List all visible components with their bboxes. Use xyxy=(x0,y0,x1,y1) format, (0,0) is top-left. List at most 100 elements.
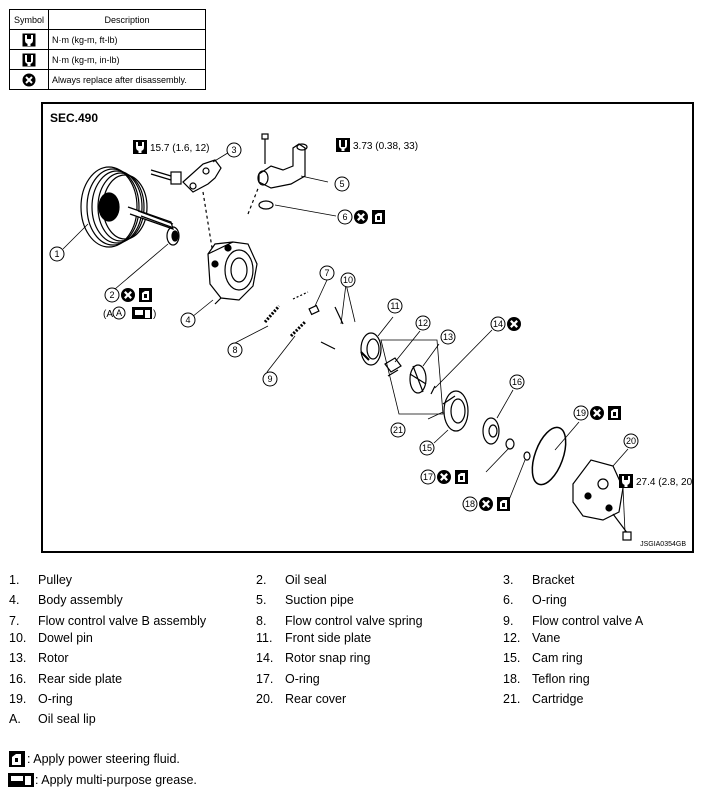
svg-text:12: 12 xyxy=(418,318,428,328)
svg-text:4: 4 xyxy=(185,315,190,325)
svg-text:10: 10 xyxy=(343,275,353,285)
replace-x-icon xyxy=(477,495,495,513)
o-ring-19-drawing xyxy=(531,426,567,486)
legend-desc-inlb: N·m (kg-m, in-lb) xyxy=(48,49,206,70)
vane-rotor-drawing xyxy=(384,357,427,394)
torque-wrench-inlb-icon xyxy=(336,138,350,152)
power-steering-fluid-icon xyxy=(497,497,510,511)
torque-wrench-ftlb-icon xyxy=(9,29,49,50)
part-item-13: 13.Rotor xyxy=(9,651,69,666)
torque-spec-pipe: 3.73 (0.38, 33) xyxy=(353,141,418,152)
callout-19: 19 xyxy=(573,405,589,421)
part-item-15: 15.Cam ring xyxy=(503,651,583,666)
svg-text:20: 20 xyxy=(626,436,636,446)
part-item-16: 16.Rear side plate xyxy=(9,671,123,686)
svg-text:): ) xyxy=(153,309,156,320)
power-steering-fluid-icon xyxy=(139,288,152,302)
oil-seal-drawing xyxy=(166,226,180,246)
callout-13: 13 xyxy=(440,329,456,345)
svg-text:16: 16 xyxy=(512,377,522,387)
parts-list: 1.Pulley 2.Oil seal 3.Bracket 4.Body ass… xyxy=(9,573,709,733)
part-item-17: 17.O-ring xyxy=(256,671,320,686)
part-item-20: 20.Rear cover xyxy=(256,691,347,706)
part-item-18: 18.Teflon ring xyxy=(503,671,590,686)
callout-8: 8 xyxy=(227,342,243,358)
part-item-6: 6.O-ring xyxy=(503,593,567,608)
replace-x-icon xyxy=(9,69,49,90)
callout-15: 15 xyxy=(419,440,435,456)
parts-row: A.Oil seal lip xyxy=(9,712,709,732)
torque-wrench-ftlb-icon xyxy=(619,474,633,488)
svg-text:(A :: (A : xyxy=(103,309,118,320)
grease-gun-icon xyxy=(8,772,34,787)
power-steering-fluid-icon xyxy=(9,750,25,767)
svg-text:8: 8 xyxy=(232,345,237,355)
part-item-12: 12.Vane xyxy=(503,630,561,645)
rear-cover-drawing xyxy=(572,459,632,541)
callout-6: 6 xyxy=(337,209,353,225)
part-item-8: 8.Flow control valve spring xyxy=(256,613,423,628)
callout-21: 21 xyxy=(390,422,406,438)
legend-header-symbol: Symbol xyxy=(9,9,49,30)
rear-side-plate-drawing xyxy=(482,417,500,445)
replace-x-icon xyxy=(352,208,370,226)
front-side-plate-drawing xyxy=(360,332,382,366)
callout-11: 11 xyxy=(387,298,403,314)
svg-text:A: A xyxy=(116,308,122,318)
pulley-drawing xyxy=(80,166,174,248)
svg-text:15: 15 xyxy=(422,443,432,453)
callout-7: 7 xyxy=(319,265,335,281)
svg-text:7: 7 xyxy=(324,268,329,278)
callout-14: 14 xyxy=(490,316,506,332)
callout-3: 3 xyxy=(226,142,242,158)
replace-x-icon xyxy=(435,468,453,486)
svg-text:13: 13 xyxy=(443,332,453,342)
parts-row: 10.Dowel pin 11.Front side plate 12.Vane xyxy=(9,631,709,651)
grease-gun-icon xyxy=(132,307,152,319)
torque-wrench-inlb-icon xyxy=(9,49,49,70)
svg-text:3: 3 xyxy=(231,145,236,155)
part-item-14: 14.Rotor snap ring xyxy=(256,651,371,666)
legend-desc-replace: Always replace after disassembly. xyxy=(48,69,206,90)
part-item-4: 4.Body assembly xyxy=(9,593,123,608)
part-item-3: 3.Bracket xyxy=(503,573,575,587)
callout-12: 12 xyxy=(415,315,431,331)
torque-spec-bracket: 15.7 (1.6, 12) xyxy=(150,143,209,154)
part-item-1: 1.Pulley xyxy=(9,573,73,587)
replace-x-icon xyxy=(505,315,523,333)
callout-1: 1 xyxy=(49,246,65,262)
svg-text:1: 1 xyxy=(54,249,59,259)
svg-text:14: 14 xyxy=(493,319,503,329)
part-item-9: 9.Flow control valve A xyxy=(503,613,644,628)
exploded-view-diagram: 1 2 3 4 5 6 7 8 9 10 11 12 13 14 15 16 1… xyxy=(41,102,694,553)
svg-text:11: 11 xyxy=(390,301,399,311)
part-item-10: 10.Dowel pin xyxy=(9,630,93,645)
parts-row: 13.Rotor 14.Rotor snap ring 15.Cam ring xyxy=(9,651,709,671)
callout-16: 16 xyxy=(509,374,525,390)
replace-x-icon xyxy=(588,404,606,422)
callout-9: 9 xyxy=(262,371,278,387)
replace-x-icon xyxy=(119,286,137,304)
power-steering-fluid-icon xyxy=(608,406,621,420)
svg-text:5: 5 xyxy=(339,179,344,189)
o-ring-6-drawing xyxy=(258,200,274,210)
part-item-11: 11.Front side plate xyxy=(256,630,372,645)
part-item-7: 7.Flow control valve B assembly xyxy=(9,613,207,628)
callout-18: 18 xyxy=(462,496,478,512)
callout-20: 20 xyxy=(623,433,639,449)
callout-5: 5 xyxy=(334,176,350,192)
note-grease: : Apply multi-purpose grease. xyxy=(8,769,197,790)
o-ring-17-drawing xyxy=(505,438,515,450)
parts-row: 4.Body assembly 5.Suction pipe 6.O-ring xyxy=(9,593,709,613)
part-item-19: 19.O-ring xyxy=(9,691,73,706)
symbol-legend-table: Symbol Description N·m (kg-m, ft-lb) N·m… xyxy=(9,9,206,90)
section-title: SEC.490 xyxy=(50,111,99,125)
notes-section: : Apply power steering fluid. : Apply mu… xyxy=(8,748,197,790)
svg-text:17: 17 xyxy=(423,472,433,482)
flow-control-valve-drawing xyxy=(263,291,344,350)
parts-row: 7.Flow control valve B assembly 8.Flow c… xyxy=(9,614,709,631)
body-assembly-drawing xyxy=(207,241,258,305)
legend-desc-ftlb: N·m (kg-m, ft-lb) xyxy=(48,29,206,50)
svg-text:6: 6 xyxy=(342,212,347,222)
part-item-5: 5.Suction pipe xyxy=(256,593,354,608)
